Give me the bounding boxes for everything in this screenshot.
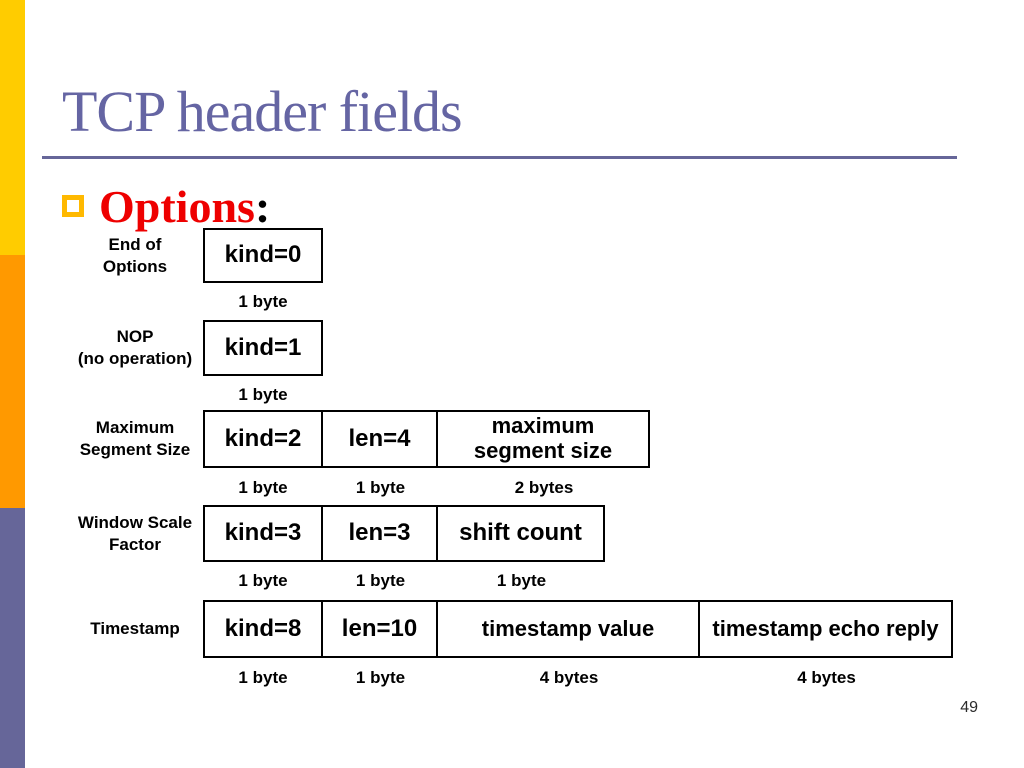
- option-name-label: Maximum Segment Size: [79, 418, 191, 459]
- field-cell: kind=0: [203, 228, 323, 283]
- left-accent-bar: [0, 0, 25, 768]
- field-cell: len=4: [321, 410, 438, 468]
- byte-size-label: 2 bytes: [514, 478, 574, 497]
- options-colon: :: [254, 181, 271, 232]
- byte-size-label: 4 bytes: [797, 668, 856, 687]
- title-underline: [42, 156, 957, 159]
- byte-size-label: 1 byte: [355, 571, 406, 590]
- square-bullet-icon: [62, 195, 84, 217]
- field-cell: len=3: [321, 505, 438, 562]
- field-cell: kind=1: [203, 320, 323, 376]
- option-name-label: End of Options: [102, 234, 168, 276]
- field-cell: len=10: [321, 600, 438, 658]
- option-byte-sizes: 1 byte: [203, 385, 323, 405]
- bar-segment-orange: [0, 255, 25, 508]
- option-byte-sizes: 1 byte: [203, 292, 323, 312]
- option-byte-sizes: 1 byte 1 byte 4 bytes 4 bytes: [203, 668, 953, 688]
- option-field-boxes: kind=0: [203, 228, 323, 283]
- field-cell: timestamp echo reply: [698, 600, 953, 658]
- option-field-boxes: kind=1: [203, 320, 323, 376]
- field-cell: kind=2: [203, 410, 323, 468]
- field-cell: timestamp value: [436, 600, 700, 658]
- option-field-boxes: kind=8 len=10 timestamp value timestamp …: [203, 600, 953, 658]
- field-cell: kind=8: [203, 600, 323, 658]
- bar-segment-yellow: [0, 0, 25, 255]
- option-byte-sizes: 1 byte 1 byte 1 byte: [203, 571, 605, 591]
- field-cell: shift count: [436, 505, 605, 562]
- byte-size-label: 1 byte: [238, 385, 288, 404]
- options-word: Options: [99, 181, 255, 232]
- byte-size-label: 4 bytes: [539, 668, 599, 687]
- slide-title: TCP header fields: [62, 79, 463, 144]
- field-cell: maximum segment size: [436, 410, 650, 468]
- option-field-boxes: kind=3 len=3 shift count: [203, 505, 605, 562]
- option-name-label: Timestamp: [90, 619, 180, 639]
- option-name-label: Window Scale Factor: [77, 512, 193, 554]
- byte-size-label: 1 byte: [496, 571, 547, 590]
- field-cell: kind=3: [203, 505, 323, 562]
- options-heading-text: Options:: [99, 181, 271, 232]
- page-number: 49: [960, 699, 978, 716]
- byte-size-label: 1 byte: [238, 478, 288, 497]
- byte-size-label: 1 byte: [238, 292, 288, 311]
- byte-size-label: 1 byte: [238, 571, 288, 590]
- byte-size-label: 1 byte: [238, 668, 288, 687]
- byte-size-label: 1 byte: [355, 478, 406, 497]
- option-name-label: NOP (no operation): [77, 327, 193, 368]
- bar-segment-purple: [0, 508, 25, 768]
- byte-size-label: 1 byte: [355, 668, 406, 687]
- option-byte-sizes: 1 byte 1 byte 2 bytes: [203, 478, 650, 498]
- options-heading: Options:: [62, 181, 271, 232]
- option-field-boxes: kind=2 len=4 maximum segment size: [203, 410, 650, 468]
